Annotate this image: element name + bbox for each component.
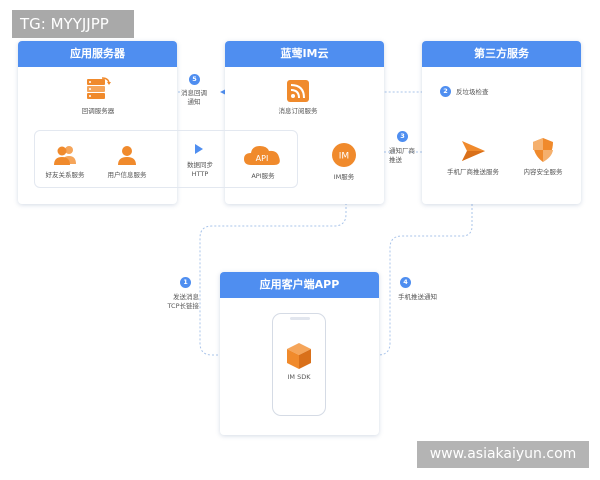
data-sync-group (34, 130, 298, 188)
step-1-annotation: 发送消息 TCP长链接 (139, 293, 199, 311)
msg-subscription-node: 消息订阅服务 (253, 80, 343, 115)
step-3-line2: 推送 (389, 156, 402, 164)
sync-line1: 数据同步 (187, 161, 213, 169)
friend-service-label: 好友关系服务 (45, 171, 85, 179)
im-service-label: IM服务 (333, 173, 355, 181)
shield-icon (533, 138, 553, 162)
client-app-title: 应用客户端APP (220, 272, 379, 298)
step-2-annotation: 反垃圾检查 (456, 88, 489, 96)
step-3-badge: 3 (397, 131, 408, 142)
im-service-node: IM IM服务 (299, 142, 389, 181)
step-1-line2: TCP长链接 (167, 302, 199, 310)
api-service-label: API服务 (251, 172, 275, 180)
paper-plane-icon (462, 141, 485, 161)
app-server-card: 应用服务器 (18, 41, 177, 204)
step-4-annotation: 手机推送通知 (398, 293, 437, 301)
step-5-line1: 消息回调 (181, 89, 207, 97)
push-service-label: 手机厂商推送服务 (447, 168, 499, 176)
user-info-service-label: 用户信息服务 (107, 171, 147, 179)
phone-notch (290, 317, 310, 320)
step-3-annotation: 通知厂商 推送 (389, 147, 415, 165)
watermark: www.asiakaiyun.com (417, 441, 589, 468)
friend-service-node: 好友关系服务 (20, 144, 110, 179)
rss-icon (287, 80, 309, 102)
im-sdk-label: IM SDK (287, 373, 311, 381)
push-service-node: 手机厂商推送服务 (428, 139, 518, 176)
api-badge: API (256, 154, 269, 163)
cube-icon (287, 343, 311, 369)
im-badge: IM (339, 152, 349, 162)
step-3-line1: 通知厂商 (389, 147, 415, 155)
sync-line2: HTTP (191, 170, 209, 178)
im-cloud-card: 蓝莺IM云 (225, 41, 384, 204)
server-icon (87, 77, 111, 99)
third-party-title: 第三方服务 (422, 41, 581, 67)
im-sdk-node: IM SDK (254, 342, 344, 381)
third-party-card: 第三方服务 (422, 41, 581, 204)
content-security-label: 内容安全服务 (523, 168, 563, 176)
callback-server-label: 回调服务器 (81, 107, 115, 115)
step-5-badge: 5 (189, 74, 200, 85)
user-icon (118, 146, 136, 165)
msg-subscription-label: 消息订阅服务 (278, 107, 318, 115)
api-service-node: API API服务 (218, 143, 308, 180)
im-cloud-title: 蓝莺IM云 (225, 41, 384, 67)
step-5-annotation: 消息回调 通知 (168, 89, 220, 107)
im-circle-icon: IM (332, 143, 356, 167)
overlay-tag: TG: MYYJJPP (12, 10, 134, 38)
callback-server-node: 回调服务器 (53, 76, 143, 115)
cloud-api-icon: API (244, 146, 280, 165)
play-arrow-icon (195, 144, 203, 154)
step-1-line1: 发送消息 (173, 293, 199, 301)
content-security-node: 内容安全服务 (498, 137, 588, 176)
people-icon (54, 146, 76, 165)
step-2-badge: 2 (440, 86, 451, 97)
user-info-service-node: 用户信息服务 (82, 144, 172, 179)
app-server-title: 应用服务器 (18, 41, 177, 67)
step-1-badge: 1 (180, 277, 191, 288)
step-5-line2: 通知 (187, 98, 201, 106)
sync-annotation: 数据同步 HTTP (172, 161, 228, 179)
step-4-badge: 4 (400, 277, 411, 288)
